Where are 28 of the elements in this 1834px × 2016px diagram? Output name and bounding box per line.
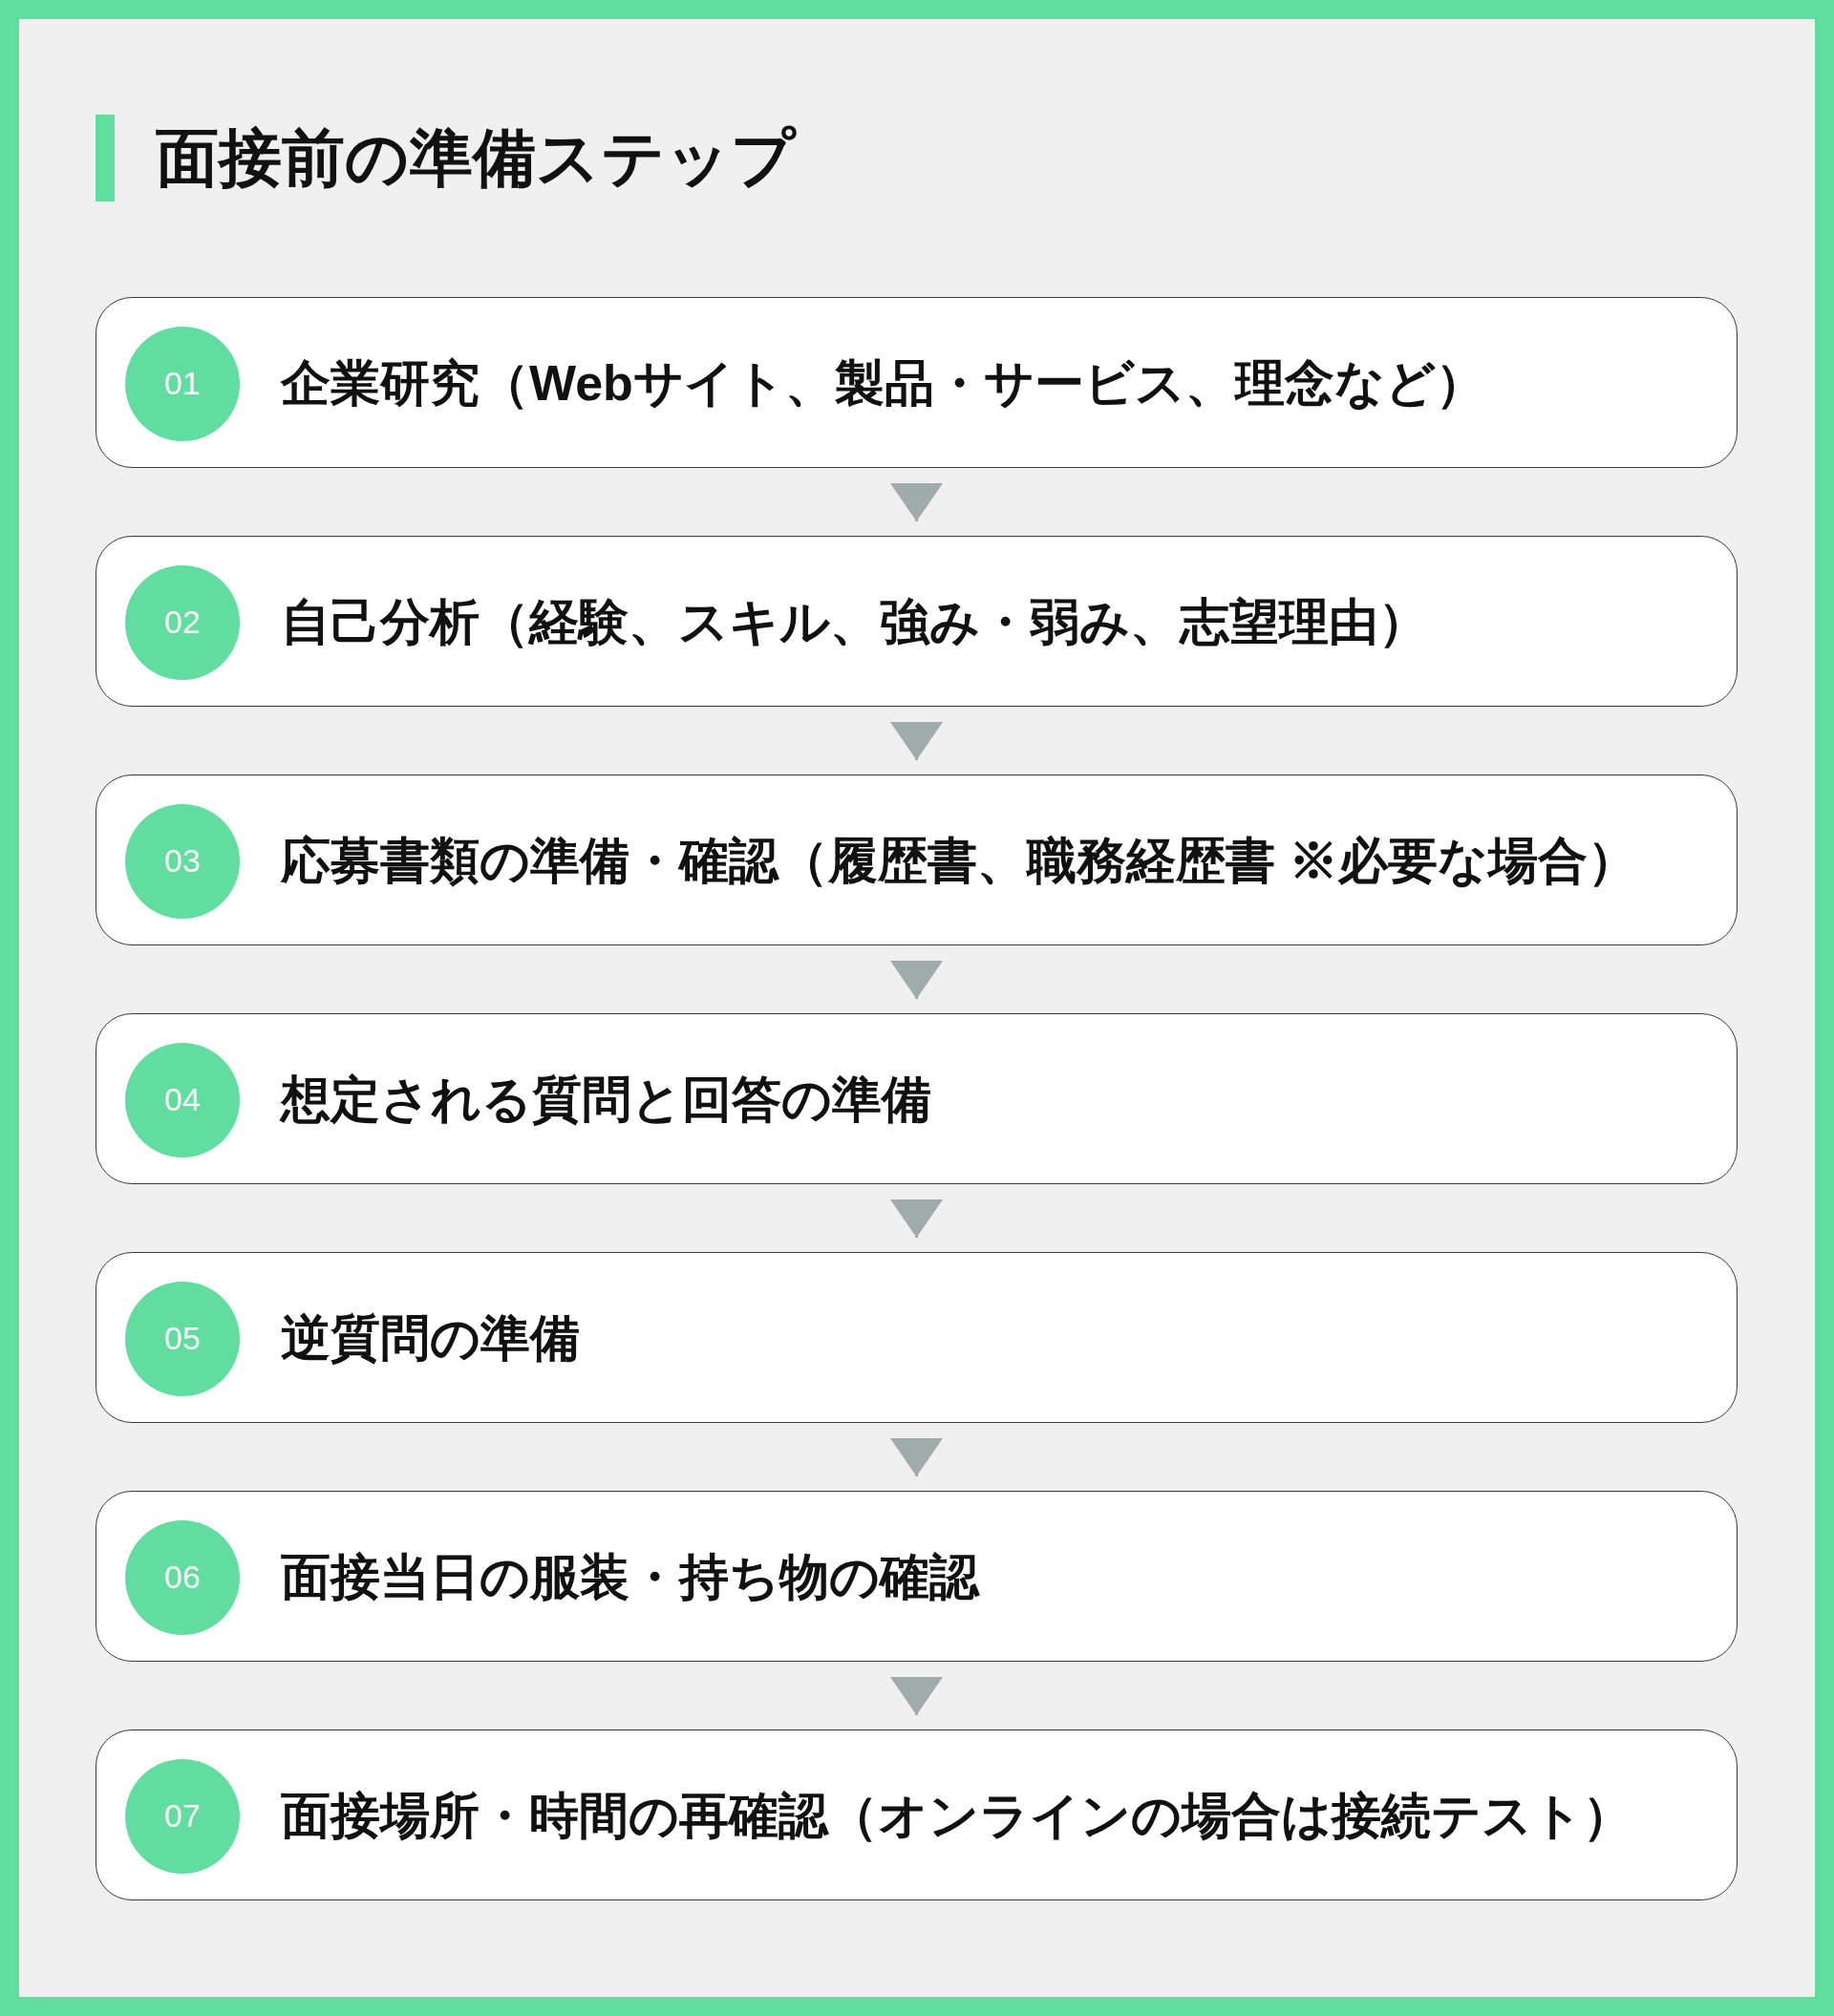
step-text: 企業研究（Webサイト、製品・サービス、理念など） bbox=[281, 353, 1485, 413]
step-text: 応募書類の準備・確認（履歴書、職務経歴書 ※必要な場合） bbox=[281, 831, 1638, 890]
step-box bbox=[96, 775, 1738, 945]
step-number: 03 bbox=[125, 803, 240, 919]
step-box bbox=[96, 1491, 1738, 1662]
step-number: 05 bbox=[125, 1281, 240, 1396]
arrow bbox=[890, 722, 943, 760]
step-number: 07 bbox=[125, 1758, 240, 1874]
step-number: 04 bbox=[125, 1042, 240, 1157]
step-text: 自己分析（経験、スキル、強み・弱み、志望理由） bbox=[281, 592, 1428, 651]
step-text: 逆質問の準備 bbox=[281, 1308, 580, 1368]
step-text: 面接場所・時間の再確認（オンラインの場合は接続テスト） bbox=[281, 1786, 1632, 1845]
step-box bbox=[96, 1013, 1738, 1184]
arrow bbox=[890, 483, 943, 521]
title: 面接前の準備ステップ bbox=[156, 121, 796, 195]
step-box bbox=[96, 1730, 1738, 1900]
step-number: 01 bbox=[125, 326, 240, 441]
step-text: 想定される質問と回答の準備 bbox=[281, 1070, 931, 1129]
arrow bbox=[890, 1199, 943, 1238]
step-number: 02 bbox=[125, 564, 240, 680]
step-text: 面接当日の服装・持ち物の確認 bbox=[281, 1547, 979, 1606]
step-box bbox=[96, 536, 1738, 707]
arrow bbox=[890, 1438, 943, 1476]
step-number: 06 bbox=[125, 1519, 240, 1635]
step-box bbox=[96, 297, 1738, 468]
arrow bbox=[890, 1677, 943, 1715]
arrow bbox=[890, 961, 943, 999]
step-box bbox=[96, 1252, 1738, 1423]
